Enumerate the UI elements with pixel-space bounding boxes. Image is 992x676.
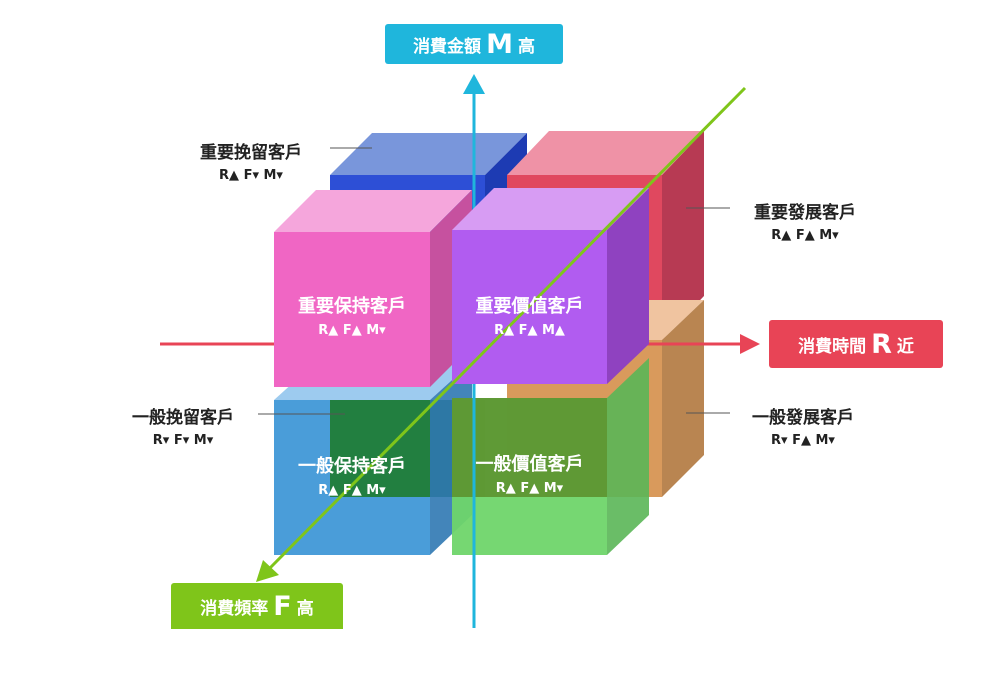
f-axis-suffix: 高: [296, 598, 314, 619]
segment-title: 一般挽留客戶: [132, 408, 234, 428]
r-axis-suffix: 近: [896, 336, 914, 357]
segment-label-important-retain: 重要挽留客戶 R▲ F▾ M▾: [176, 138, 326, 183]
segment-title: 重要價值客戶: [475, 296, 584, 317]
cube-important-keep: [274, 190, 472, 387]
segment-label-important-keep: 重要保持客戶 R▲ F▲ M▾: [274, 292, 430, 338]
f-axis-letter: F: [273, 590, 292, 622]
m-axis-arrowhead: [463, 74, 485, 94]
segment-title: 一般發展客戶: [752, 408, 854, 428]
segment-title: 重要挽留客戶: [200, 143, 302, 163]
segment-label-general-develop: 一般發展客戶 R▾ F▲ M▾: [728, 403, 878, 448]
segment-rfm: R▲ F▲ M▾: [495, 481, 564, 496]
r-axis-arrowhead: [740, 334, 760, 354]
m-axis-suffix: 高: [517, 36, 535, 57]
segment-label-general-value: 一般價值客戶 R▲ F▲ M▾: [452, 450, 607, 496]
segment-rfm: R▲ F▲ M▾: [318, 323, 386, 338]
m-axis-label: 消費金額: [413, 36, 482, 57]
f-axis-label: 消費頻率: [200, 598, 269, 619]
segment-title: 重要發展客戶: [754, 203, 856, 223]
segment-label-general-retain: 一般挽留客戶 R▾ F▾ M▾: [108, 403, 258, 448]
segment-title: 一般保持客戶: [298, 456, 406, 477]
segment-rfm: R▾ F▲ M▾: [771, 433, 835, 448]
segment-rfm: R▲ F▲ M▾: [771, 228, 839, 243]
r-axis-letter: R: [871, 328, 892, 360]
f-axis-line: [266, 86, 747, 572]
r-axis-badge: 消費時間 R 近: [769, 320, 943, 368]
segment-title: 一般價值客戶: [475, 454, 584, 475]
segment-label-important-develop: 重要發展客戶 R▲ F▲ M▾: [730, 198, 880, 243]
segment-label-general-keep: 一般保持客戶 R▲ F▲ M▾: [274, 452, 430, 498]
segment-rfm: R▲ F▲ M▲: [494, 323, 565, 338]
f-axis-badge: 消費頻率 F 高: [171, 583, 343, 629]
r-axis-label: 消費時間: [798, 336, 867, 357]
segment-rfm: R▲ F▲ M▾: [318, 483, 386, 498]
m-axis-letter: M: [486, 28, 513, 60]
segment-label-important-value: 重要價值客戶 R▲ F▲ M▲: [452, 292, 607, 338]
segment-rfm: R▲ F▾ M▾: [219, 168, 283, 183]
segment-rfm: R▾ F▾ M▾: [152, 433, 214, 448]
segment-title: 重要保持客戶: [298, 296, 406, 317]
m-axis-badge: 消費金額 M 高: [385, 24, 563, 64]
f-axis-arrowhead: [256, 560, 279, 582]
